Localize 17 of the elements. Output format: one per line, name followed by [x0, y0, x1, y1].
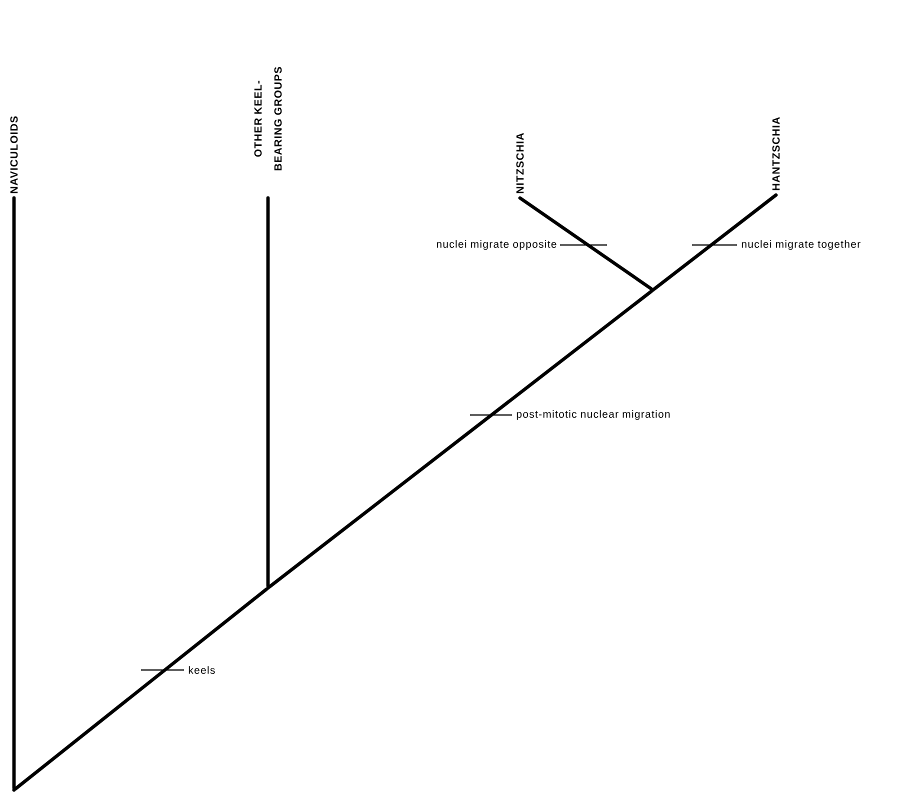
branch-point	[266, 586, 270, 590]
taxon-label: NITZSCHIA	[516, 133, 524, 194]
branch-point	[651, 288, 655, 292]
taxon-label: HANTZSCHIA	[772, 117, 780, 190]
branch-point	[12, 788, 16, 792]
branch-line	[518, 196, 654, 291]
branch-line	[266, 196, 270, 588]
character-label: nuclei migrate opposite	[436, 240, 556, 250]
branch-line	[268, 290, 654, 588]
branch-line	[652, 193, 778, 290]
branch-line	[12, 196, 16, 790]
taxon-label: OTHER KEEL-BEARING GROUPS	[254, 67, 282, 170]
branch-line	[14, 588, 268, 790]
character-label: keels	[188, 666, 215, 674]
character-label: post-mitotic nuclear migration	[516, 410, 670, 420]
taxon-label: NAVICULOIDS	[10, 116, 18, 194]
character-label: nuclei migrate together	[742, 240, 860, 250]
